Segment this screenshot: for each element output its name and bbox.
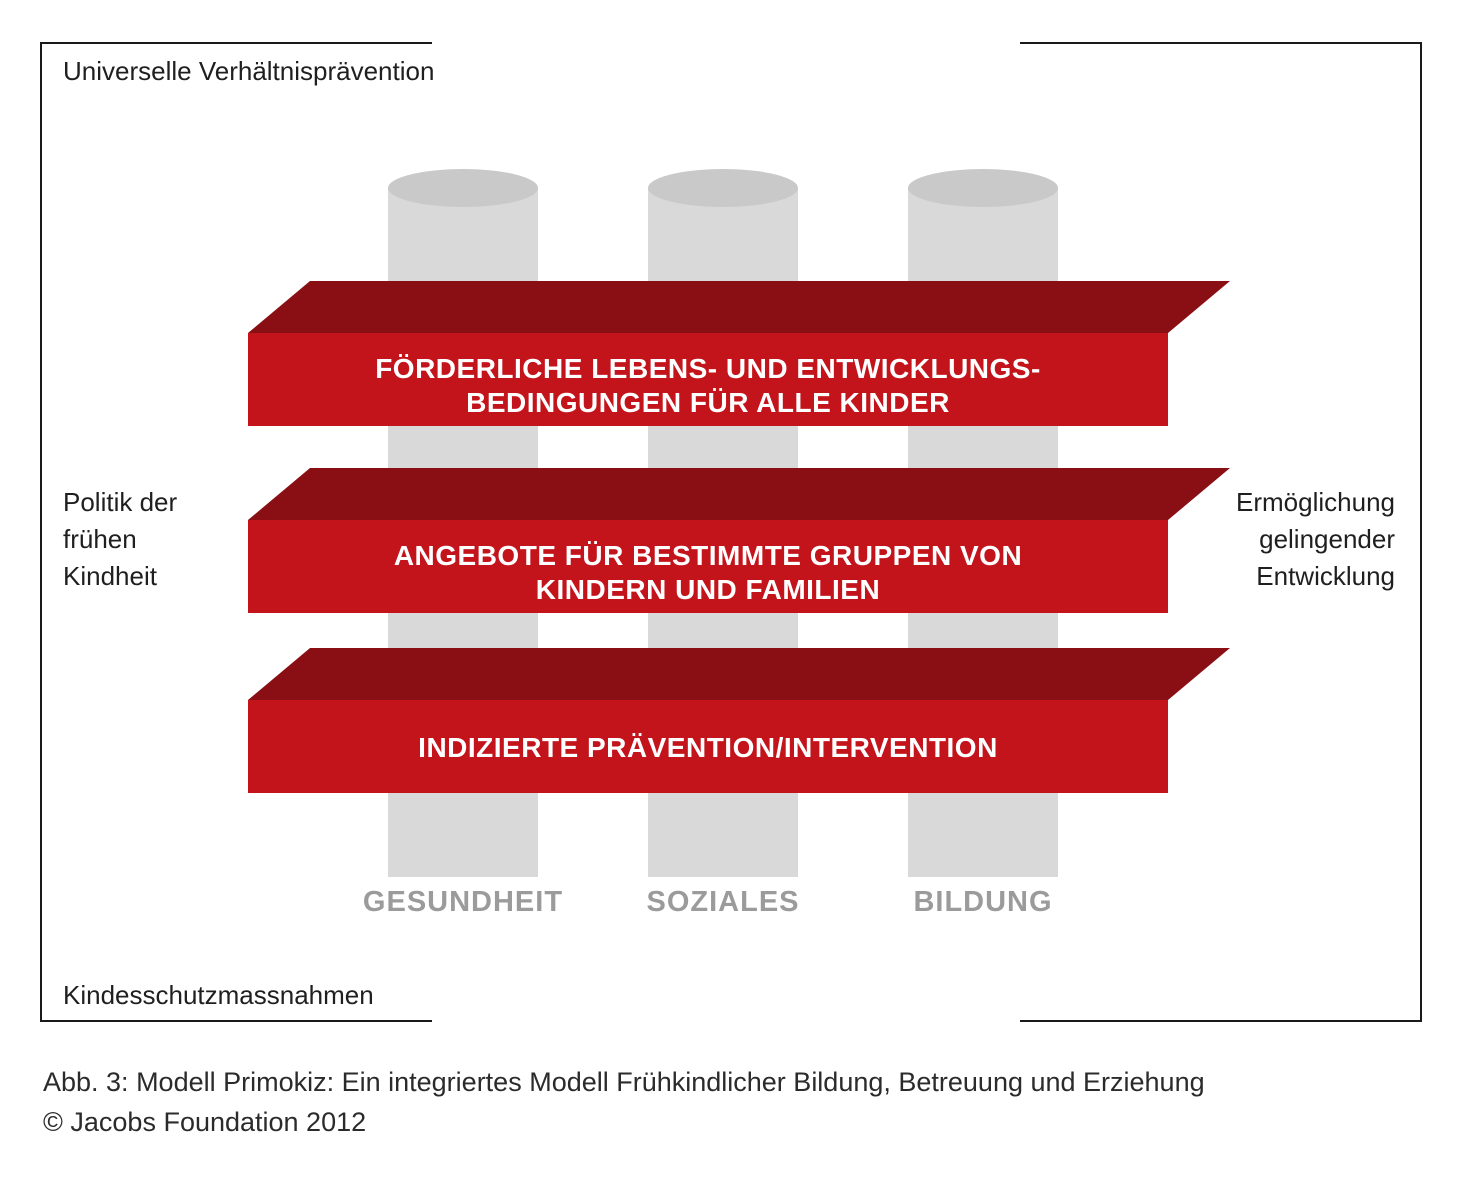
frame-border-top-right [1020,42,1422,44]
bar-label-line: FÖRDERLICHE LEBENS- UND ENTWICKLUNGS- [375,353,1041,384]
cylinder-top-ellipse [908,169,1058,207]
column-label-bildung: BILDUNG [913,886,1052,918]
bar-foerderliche-bedingungen: FÖRDERLICHE LEBENS- UND ENTWICKLUNGS- BE… [248,281,1230,426]
label-politik-der-fruehen-kindheit: Politik der frühen Kindheit [63,484,177,595]
bar-angebote-gruppen: ANGEBOTE FÜR BESTIMMTE GRUPPEN VON KINDE… [248,468,1230,613]
bar-top-face [248,648,1230,700]
frame-border-top-left [40,42,432,44]
figure-caption: Abb. 3: Modell Primokiz: Ein integrierte… [43,1067,1205,1097]
bar-front-face [248,520,1168,613]
column-label-gesundheit: GESUNDHEIT [363,886,563,918]
bar-label-line: INDIZIERTE PRÄVENTION/INTERVENTION [418,732,998,763]
bar-front-face [248,333,1168,426]
bar-label-line: BEDINGUNGEN FÜR ALLE KINDER [466,387,950,418]
frame-border-bottom-left [40,1020,432,1022]
side-left-line: Kindheit [63,561,157,591]
frame-border-left [40,42,42,1022]
label-ermoeglichung-gelingender-entwicklung: Ermöglichung gelingender Entwicklung [1236,484,1395,595]
bar-front-face [248,700,1168,793]
side-right-line: gelingender [1259,524,1395,554]
side-left-line: Politik der [63,487,178,517]
side-left-line: frühen [63,524,137,554]
bar-top-face [248,468,1230,520]
column-label-soziales: SOZIALES [646,886,799,918]
bar-label-line: ANGEBOTE FÜR BESTIMMTE GRUPPEN VON [394,540,1022,571]
label-universelle-verhaeltnispraevention: Universelle Verhältnisprävention [63,56,435,86]
bar-indizierte-praevention: INDIZIERTE PRÄVENTION/INTERVENTION [248,648,1230,793]
bar-top-face [248,281,1230,333]
side-right-line: Entwicklung [1256,561,1395,591]
cylinder-top-ellipse [388,169,538,207]
bar-label-line: KINDERN UND FAMILIEN [536,574,880,605]
frame-border-right [1420,42,1422,1022]
frame-border-bottom-right [1020,1020,1422,1022]
side-right-line: Ermöglichung [1236,487,1395,517]
cylinder-top-ellipse [648,169,798,207]
label-kindesschutzmassnahmen: Kindesschutzmassnahmen [63,980,374,1010]
copyright-line: © Jacobs Foundation 2012 [43,1107,367,1137]
